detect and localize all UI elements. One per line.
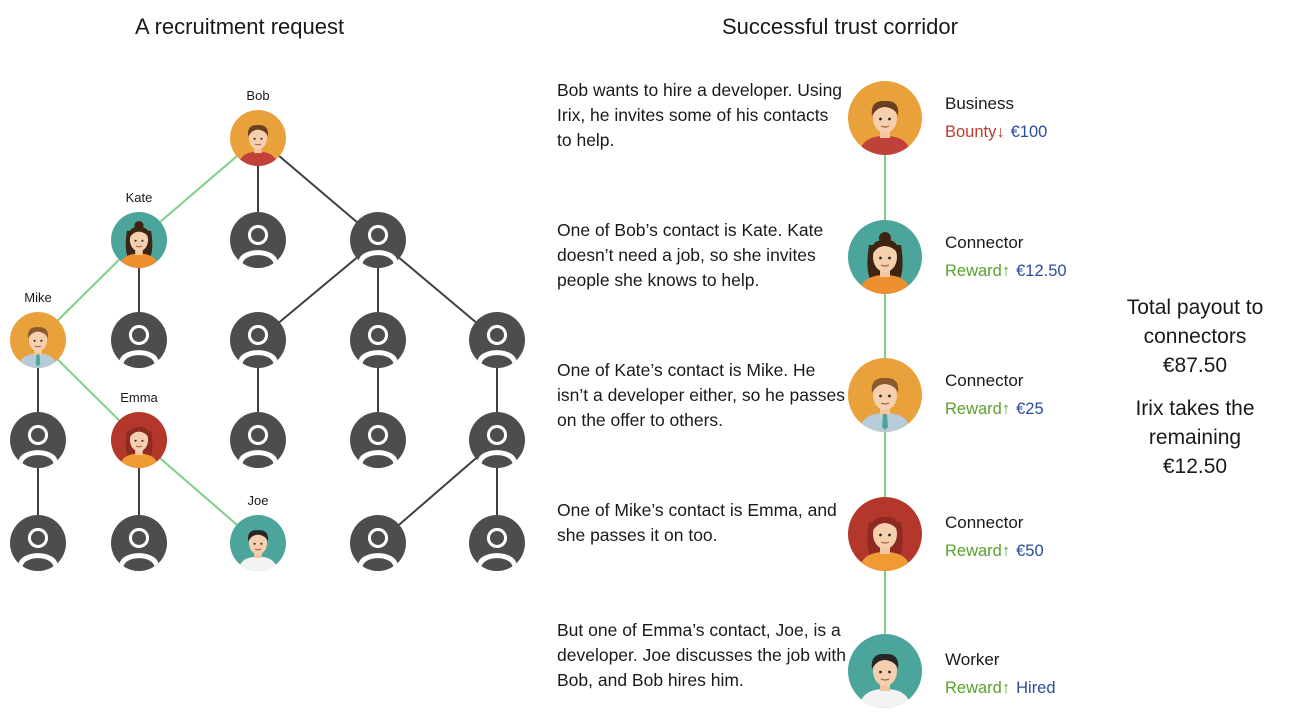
payout-spacer — [1100, 380, 1290, 394]
person-icon — [230, 312, 286, 368]
story-step-4: One of Mike’s contact is Emma, and she p… — [557, 500, 837, 545]
down-arrow-icon: ↓ — [996, 123, 1005, 141]
person-icon — [350, 515, 406, 571]
person-icon — [230, 412, 286, 468]
role-payment: Reward↑ Hired — [945, 676, 1165, 700]
name-label-joe: Joe — [248, 493, 269, 508]
person-icon — [469, 312, 525, 368]
left-title: A recruitment request — [135, 14, 345, 39]
role-title: Connector — [945, 233, 1024, 252]
person-icon — [111, 515, 167, 571]
bounty-label: Bounty — [945, 123, 997, 141]
corridor-avatars — [848, 81, 922, 708]
person-icon — [111, 312, 167, 368]
role-payment: Bounty↓ €100 — [945, 120, 1165, 144]
reward-label: Reward — [945, 679, 1002, 697]
up-arrow-icon: ↑ — [1001, 262, 1011, 280]
avatar-joe — [230, 515, 286, 571]
payout-line: Total payout to — [1126, 296, 1264, 319]
corridor-avatar-kate — [848, 220, 922, 294]
person-icon — [10, 515, 66, 571]
role-payment: Reward↑ €12.50 — [945, 259, 1165, 283]
role-title: Worker — [945, 650, 1000, 669]
avatar-mike — [10, 312, 66, 368]
story-step-3: One of Kate’s contact is Mike. He isn’t … — [557, 360, 845, 430]
role-title: Connector — [945, 513, 1024, 532]
avatar-bob — [230, 110, 286, 166]
reward-amount: €25 — [1016, 400, 1044, 418]
corridor-role-business: Business Bounty↓ €100 — [945, 92, 1165, 144]
reward-label: Reward — [945, 262, 1002, 280]
name-label-bob: Bob — [246, 88, 269, 103]
hired-status: Hired — [1016, 679, 1056, 697]
name-label-kate: Kate — [126, 190, 153, 205]
reward-amount: €50 — [1016, 542, 1044, 560]
story-step-5: But one of Emma’s contact, Joe, is a dev… — [557, 620, 846, 690]
role-payment: Reward↑ €50 — [945, 539, 1165, 563]
avatar-emma — [111, 412, 167, 468]
corridor-role-kate: Connector Reward↑ €12.50 — [945, 231, 1165, 283]
story-step-2: One of Bob’s contact is Kate. Kate doesn… — [557, 220, 824, 290]
irix-share: €12.50 — [1162, 455, 1228, 478]
person-icon — [469, 412, 525, 468]
role-payment: Reward↑ €25 — [945, 397, 1165, 421]
reward-label: Reward — [945, 542, 1002, 560]
corridor-role-mike: Connector Reward↑ €25 — [945, 369, 1165, 421]
person-icon — [350, 412, 406, 468]
payout-line: connectors — [1143, 325, 1247, 348]
corridor-avatar-bob — [848, 81, 922, 155]
person-icon — [350, 312, 406, 368]
person-icon — [469, 515, 525, 571]
payout-total: €87.50 — [1162, 354, 1228, 377]
payout-line: Irix takes the — [1135, 397, 1255, 420]
name-label-emma: Emma — [120, 390, 158, 405]
up-arrow-icon: ↑ — [1001, 679, 1011, 697]
person-icon — [230, 212, 286, 268]
bounty-amount: €100 — [1010, 123, 1048, 141]
corridor-role-joe: Worker Reward↑ Hired — [945, 648, 1165, 700]
person-icon — [350, 212, 406, 268]
role-title: Business — [945, 94, 1014, 113]
corridor-avatar-mike — [848, 358, 922, 432]
story-step-1: Bob wants to hire a developer. Using Iri… — [557, 80, 843, 150]
up-arrow-icon: ↑ — [1001, 400, 1011, 418]
corridor-role-emma: Connector Reward↑ €50 — [945, 511, 1165, 563]
reward-amount: €12.50 — [1016, 262, 1067, 280]
person-icon — [10, 412, 66, 468]
corridor-avatar-joe — [848, 634, 922, 708]
payout-line: remaining — [1148, 426, 1242, 449]
right-title: Successful trust corridor — [722, 14, 958, 39]
role-title: Connector — [945, 371, 1024, 390]
up-arrow-icon: ↑ — [1001, 542, 1011, 560]
reward-label: Reward — [945, 400, 1002, 418]
name-label-mike: Mike — [24, 290, 51, 305]
corridor-avatar-emma — [848, 497, 922, 571]
payout-summary: Total payout to connectors €87.50 Irix t… — [1100, 293, 1290, 481]
avatar-kate — [111, 212, 167, 268]
